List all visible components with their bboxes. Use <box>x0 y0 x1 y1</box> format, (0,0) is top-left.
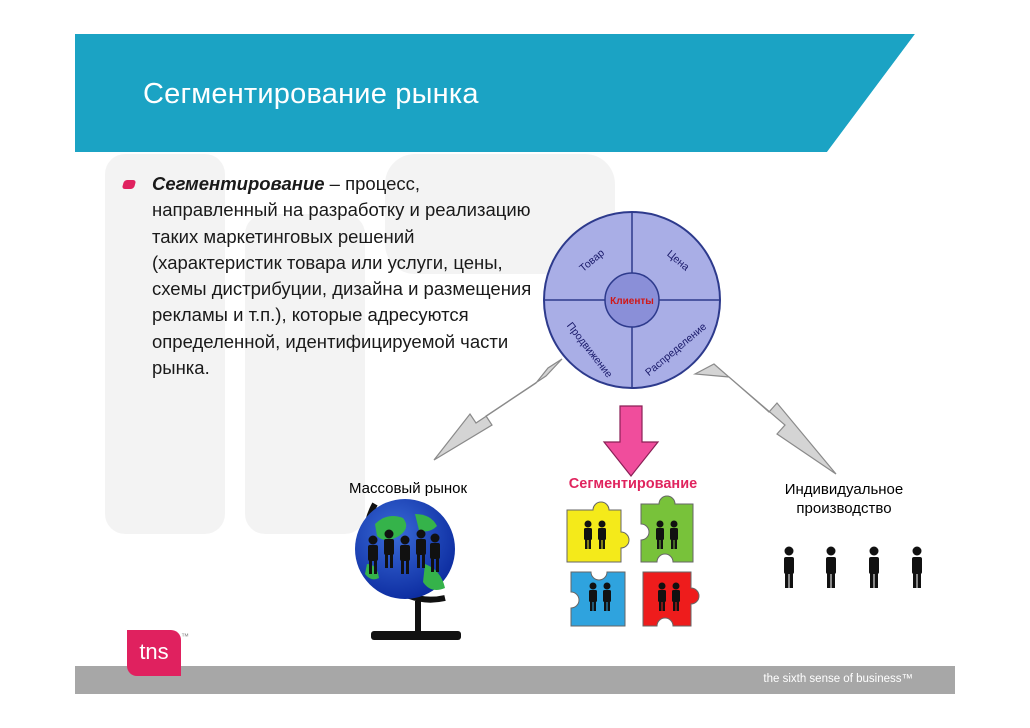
tns-logo: tns <box>127 630 181 676</box>
header-bar <box>75 34 955 152</box>
footer-bar <box>75 666 955 694</box>
puzzle-segments-icon <box>566 495 700 627</box>
slide-title: Сегментирование рынка <box>143 78 479 110</box>
logo-trademark: ™ <box>181 632 189 641</box>
marketing-mix-wheel: Клиенты Товар Цена Продвижение Распредел… <box>543 211 721 389</box>
mass-market-label: Массовый рынок <box>348 480 468 497</box>
watermark-background <box>105 154 615 534</box>
arrow-down <box>602 405 660 477</box>
footer-tagline: the sixth sense of business™ <box>763 673 913 685</box>
definition-paragraph: Сегментирование – процесс, направленный … <box>152 171 532 381</box>
individual-label-line1: Индивидуальное <box>784 481 904 498</box>
wheel-center-label: Клиенты <box>610 296 654 307</box>
definition-term: Сегментирование <box>152 173 325 194</box>
individual-production-label: Индивидуальное производство <box>769 480 919 518</box>
arrow-left <box>433 358 563 461</box>
arrow-right <box>692 363 837 475</box>
slide: Сегментирование рынка Сегментирование – … <box>75 34 955 694</box>
definition-text: – процесс, направленный на разработку и … <box>152 173 532 379</box>
segmentation-label: Сегментирование <box>568 476 698 492</box>
globe-icon <box>355 499 461 640</box>
individual-label-line2: производство <box>796 500 892 517</box>
individual-people-icon <box>784 546 922 588</box>
segmentation-diagram: Клиенты Товар Цена Продвижение Распредел… <box>355 211 922 640</box>
